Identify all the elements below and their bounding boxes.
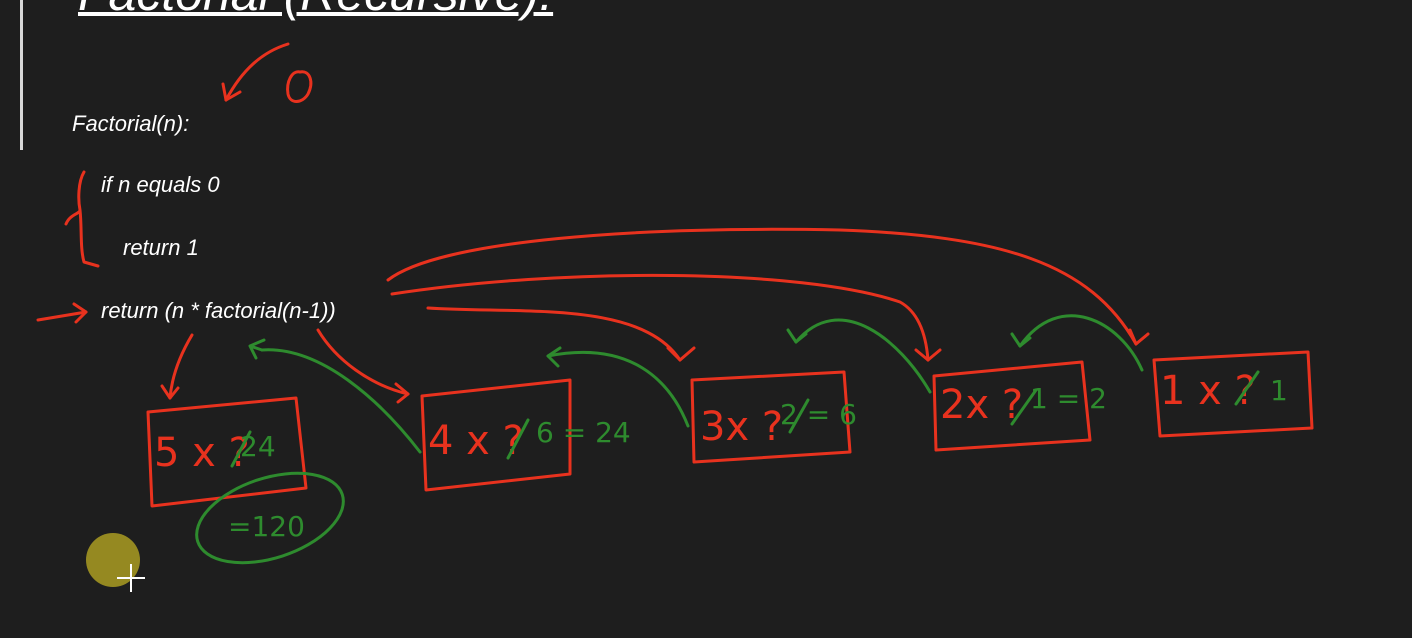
red-arrow-to-box-2 — [390, 273, 930, 362]
red-arrow-to-box-3 — [426, 306, 682, 362]
code-line-base-return: return 1 — [123, 235, 199, 260]
box-5-result: 24 — [240, 430, 276, 463]
final-result: =120 — [228, 510, 305, 543]
code-line-signature: Factorial(n): — [72, 111, 190, 136]
red-arrow-to-box-1 — [386, 227, 1138, 346]
call-box-5 — [146, 396, 308, 508]
box-1-result: 1 — [1270, 374, 1288, 407]
red-zero — [286, 70, 313, 103]
box-2-result: 1 = 2 — [1030, 382, 1107, 415]
box-4-result: 6 = 24 — [536, 416, 631, 449]
box-5-label: 5 x ? — [154, 430, 250, 476]
code-line-base-condition: if n equals 0 — [101, 172, 220, 197]
box-3-label: 3x ? — [700, 404, 783, 450]
call-box-2 — [932, 360, 1092, 452]
red-arrow-to-recursive — [36, 310, 88, 322]
red-arrow-to-signature — [224, 42, 290, 102]
slide-title: Factorial (Recursive): — [78, 0, 553, 22]
base-case-zero-label: 0 — [0, 0, 1, 1]
red-arrow-to-box-4 — [316, 328, 410, 396]
call-box-3 — [690, 370, 852, 464]
red-brace — [64, 170, 100, 268]
box-2-label: 2x ? — [940, 382, 1023, 428]
call-box-4 — [420, 378, 572, 492]
green-return-to-2 — [1018, 314, 1144, 372]
crosshair-cursor-icon — [117, 564, 145, 592]
green-return-to-5 — [260, 348, 422, 454]
box-3-result: 2 = 6 — [780, 398, 857, 431]
call-box-1 — [1152, 350, 1314, 438]
final-result-ellipse — [195, 471, 345, 565]
red-arrow-to-box-5 — [168, 333, 194, 400]
left-accent-bar — [20, 0, 23, 150]
green-return-to-3 — [794, 318, 932, 394]
green-return-to-4 — [546, 350, 690, 428]
box-1-label: 1 x ? — [1160, 368, 1256, 414]
code-line-recursive-return: return (n * factorial(n-1)) — [101, 298, 336, 323]
